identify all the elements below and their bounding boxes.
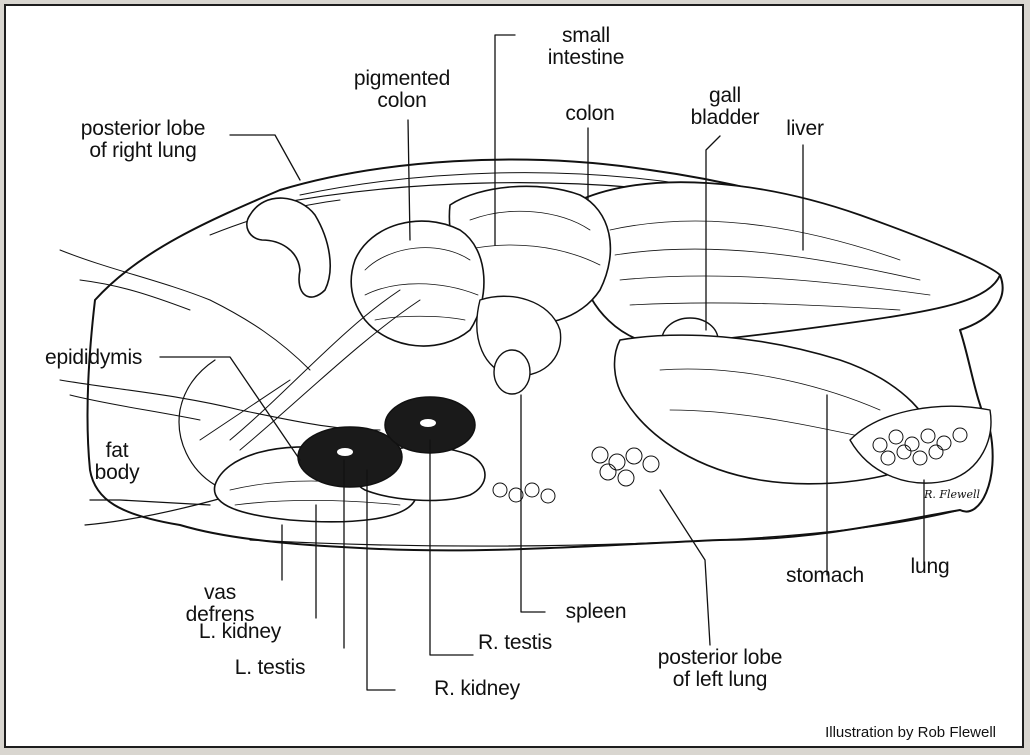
label-liver: liver [770, 118, 840, 140]
spleen-shape [494, 350, 530, 394]
liver-shape [576, 182, 1000, 345]
label-epididymis: epididymis [45, 347, 175, 369]
label-posterior-lobe-right-lung: posterior lobe of right lung [53, 118, 233, 162]
label-colon: colon [550, 103, 630, 125]
signature: R. Flewell [923, 488, 980, 501]
label-fat-body: fat body [82, 440, 152, 484]
label-pigmented-colon: pigmented colon [337, 68, 467, 112]
label-r-testis: R. testis [450, 632, 580, 654]
right-lung-lobe [247, 198, 330, 297]
left-testis-shape [298, 427, 402, 487]
label-r-kidney: R. kidney [402, 678, 552, 700]
label-stomach: stomach [770, 565, 880, 587]
label-l-kidney: L. kidney [170, 621, 310, 643]
label-lung: lung [895, 556, 965, 578]
label-spleen: spleen [546, 601, 646, 623]
label-posterior-lobe-left-lung: posterior lobe of left lung [625, 647, 815, 691]
label-small-intestine: small intestine [536, 25, 636, 69]
label-gall-bladder: gall bladder [680, 85, 770, 129]
illustration-credit: Illustration by Rob Flewell [825, 724, 996, 741]
label-l-testis: L. testis [200, 657, 340, 679]
